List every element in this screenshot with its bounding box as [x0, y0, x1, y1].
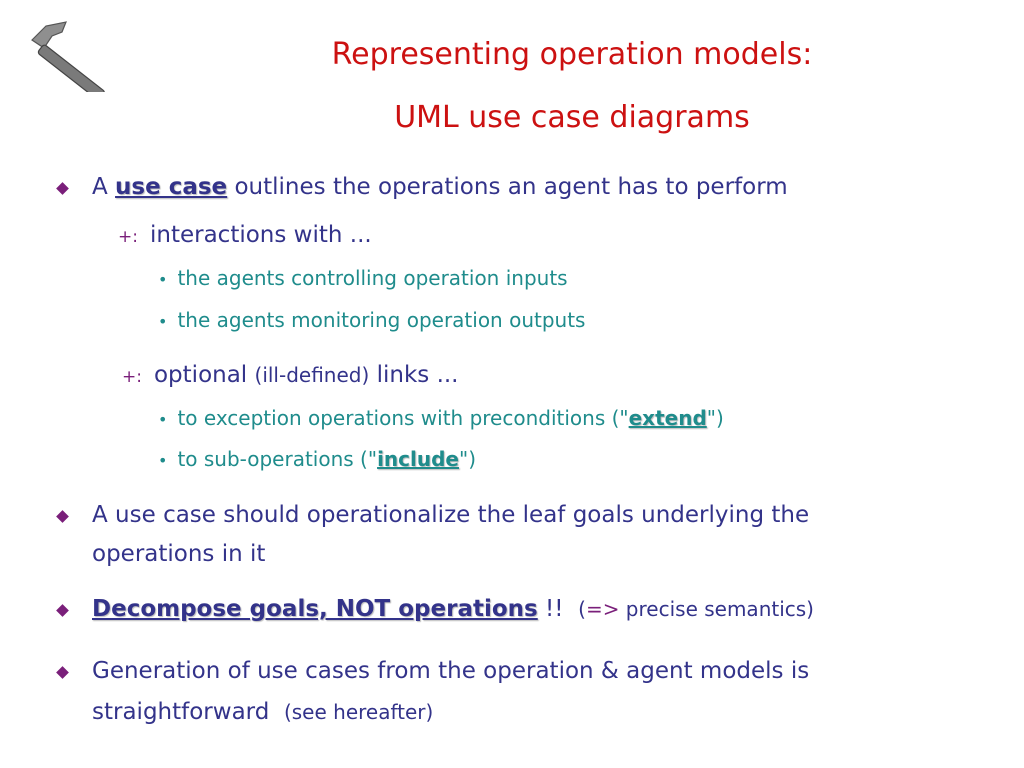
bullet-generation-line2: straightforward (see hereafter) [92, 699, 434, 725]
term-include: include [377, 447, 459, 471]
list-item: •the agents controlling operation inputs [158, 266, 568, 290]
bullet-operationalize-line2: operations in it [92, 541, 266, 567]
dot-bullet-icon: • [158, 312, 168, 331]
list-item: •to sub-operations ("include") [158, 447, 477, 471]
slide-title-line1: Representing operation models: [331, 37, 813, 72]
bullet-operationalize-line1: A use case should operationalize the lea… [92, 502, 810, 528]
dot-bullet-icon: • [158, 451, 168, 470]
term-extend: extend [628, 406, 707, 430]
plus-marker: +: [118, 227, 138, 247]
list-item: •the agents monitoring operation outputs [158, 308, 586, 332]
diamond-bullet-icon [56, 182, 69, 195]
bullet-use-case-definition: A use case outlines the operations an ag… [92, 174, 788, 200]
dot-bullet-icon: • [158, 410, 168, 429]
diamond-bullet-icon [56, 510, 69, 523]
implies-arrow: => [585, 597, 620, 621]
diamond-bullet-icon [56, 666, 69, 679]
plus-marker: +: [122, 367, 142, 387]
dot-bullet-icon: • [158, 270, 168, 289]
sub-interactions: +:interactions with ... [118, 222, 372, 248]
term-decompose-goals: Decompose goals, NOT operations [92, 596, 538, 622]
sub-optional-links: +:optional (ill-defined) links ... [122, 362, 459, 388]
bullet-decompose-goals: Decompose goals, NOT operations !! (=> p… [92, 596, 814, 622]
diamond-bullet-icon [56, 604, 69, 617]
list-item: •to exception operations with preconditi… [158, 406, 724, 430]
slide-title-line2: UML use case diagrams [394, 100, 750, 135]
hammer-icon [31, 21, 105, 92]
bullet-generation-line1: Generation of use cases from the operati… [92, 658, 810, 684]
term-use-case: use case [115, 174, 228, 200]
